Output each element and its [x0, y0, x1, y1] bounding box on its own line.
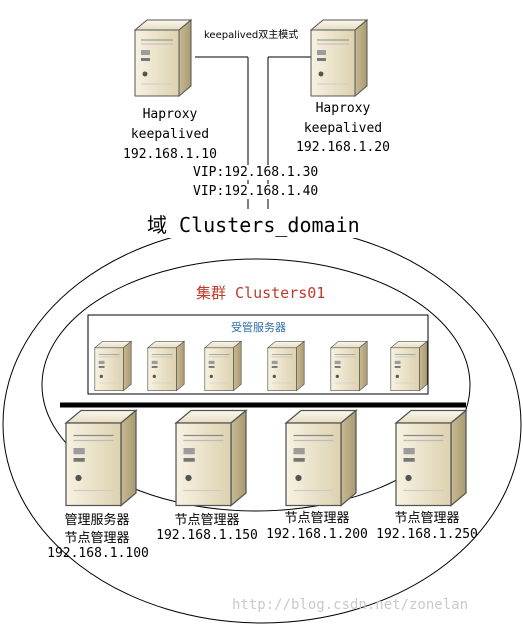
node-150-name: 节点管理器 [174, 513, 240, 528]
managed-server-icon-4 [267, 340, 305, 392]
node-admin-name1: 管理服务器 [64, 513, 130, 528]
vip-2: VIP:192.168.1.40 [193, 184, 319, 199]
cluster-ellipse [41, 258, 471, 512]
node-server-icon-admin [65, 409, 137, 507]
left-server-ip: 192.168.1.10 [123, 147, 217, 162]
mode-label: keepalived双主模式 [204, 26, 299, 41]
server-icon-haproxy-left [134, 19, 192, 97]
vip-1: VIP:192.168.1.30 [193, 165, 319, 180]
cluster-title: 集群 Clusters01 [196, 284, 326, 302]
right-server-line2: keepalived [303, 121, 383, 136]
left-server-line1: Haproxy [142, 107, 198, 122]
left-server-line2: keepalived [130, 127, 210, 142]
node-admin-name2: 节点管理器 [64, 531, 130, 546]
node-200-ip: 192.168.1.200 [266, 527, 368, 542]
server-icon-haproxy-right [310, 19, 368, 97]
domain-title: 域 Clusters_domain [147, 209, 360, 238]
node-admin-ip: 192.168.1.100 [47, 546, 149, 561]
watermark: http://blog.csdn.net/zonelan [232, 597, 469, 613]
node-150-ip: 192.168.1.150 [156, 528, 258, 543]
right-server-ip: 192.168.1.20 [296, 140, 390, 155]
managed-server-icon-6 [390, 340, 428, 392]
managed-server-icon-2 [147, 340, 185, 392]
managed-server-icon-3 [204, 340, 242, 392]
node-200-name: 节点管理器 [284, 511, 350, 526]
node-server-icon-250 [395, 409, 467, 507]
managed-servers-title: 受管服务器 [231, 321, 286, 334]
managed-server-icon-1 [94, 340, 132, 392]
right-server-line1: Haproxy [315, 101, 371, 116]
managed-server-icon-5 [330, 340, 368, 392]
node-server-icon-200 [285, 409, 357, 507]
node-250-name: 节点管理器 [394, 511, 460, 526]
node-250-ip: 192.168.1.250 [376, 527, 478, 542]
node-server-icon-150 [175, 409, 247, 507]
managed-servers-box [87, 314, 429, 395]
